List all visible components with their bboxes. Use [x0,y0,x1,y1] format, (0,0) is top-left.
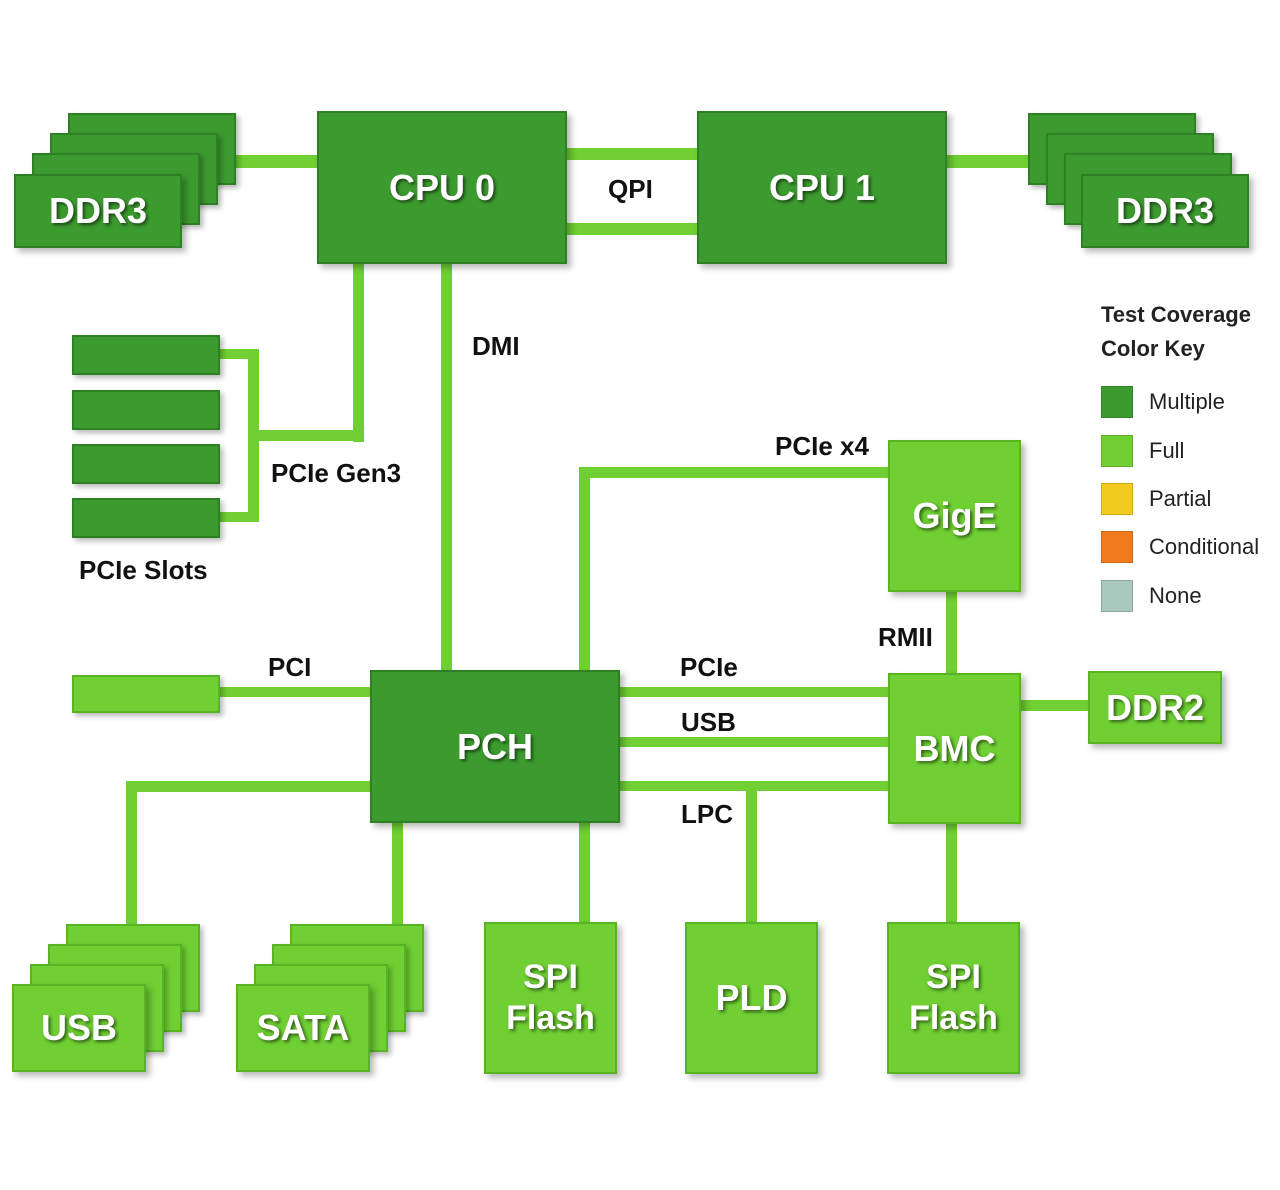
label-pci: PCI [268,652,312,682]
link-pcie-pch-bmc [617,687,889,697]
link-usb-pch-bmc [617,737,889,747]
link-pcie-x4-vertical [579,467,590,672]
pcie-slot-3 [72,444,220,484]
legend-item-multiple: Multiple [1101,385,1225,419]
pcie-slot-2 [72,390,220,430]
link-qpi-bottom [565,223,700,235]
link-rmii [946,590,957,675]
legend-label-none: None [1149,583,1202,608]
cpu-1: CPU 1 [697,111,947,264]
legend-swatch-conditional [1101,531,1133,563]
pcie-slot-4 [72,498,220,538]
link-pci [218,687,372,697]
legend-label-multiple: Multiple [1149,389,1225,414]
legend-item-partial: Partial [1101,482,1211,516]
link-spi-flash-1 [579,822,590,924]
link-bmc-ddr2 [1020,700,1090,711]
label-qpi: QPI [608,174,653,204]
link-spi-flash-2 [946,822,957,924]
ddr3-right: DDR3 [1081,174,1249,248]
pcie-slot-1 [72,335,220,375]
link-usb-horizontal [126,781,372,792]
label-pcie-gen3: PCIe Gen3 [271,458,402,488]
label-rmii: RMII [878,622,933,652]
legend-swatch-partial [1101,483,1133,515]
link-usb-vertical [126,781,137,929]
legend-item-none: None [1101,579,1202,613]
legend-swatch-multiple [1101,386,1133,418]
link-pcie-gen3-vertical [353,262,364,442]
link-dmi [441,262,452,672]
label-pcie-slots: PCIe Slots [79,555,208,585]
label-lpc: LPC [681,799,733,829]
ddr2: DDR2 [1088,671,1222,744]
link-pld [746,781,757,924]
pld: PLD [685,922,818,1074]
legend-swatch-none [1101,580,1133,612]
cpu-0: CPU 0 [317,111,567,264]
label-dmi: DMI [472,331,520,361]
link-slot-4 [218,512,258,522]
legend-item-conditional: Conditional [1101,530,1259,564]
link-pcie-x4-horizontal [579,467,891,478]
legend-label-full: Full [1149,438,1185,463]
spi-flash-1: SPI Flash [484,922,617,1074]
label-pcie-x4: PCIe x4 [775,431,869,461]
gige: GigE [888,440,1021,592]
link-ddr3-left-cpu0 [215,155,320,168]
usb: USB [12,984,146,1072]
legend-label-partial: Partial [1149,486,1212,511]
link-slot-1 [218,349,258,359]
legend-title: Test Coverage Color Key [1101,302,1251,361]
link-qpi-top [565,148,700,160]
label-usb-link: USB [681,707,736,737]
legend-swatch-full [1101,435,1133,467]
link-pcie-gen3-horizontal [252,430,364,441]
label-pcie: PCIe [680,652,738,682]
bmc: BMC [888,673,1021,824]
legend-item-full: Full [1101,434,1184,468]
pci-slot [72,675,220,713]
link-cpu1-ddr3-right [945,155,1035,168]
ddr3-left: DDR3 [14,174,182,248]
pch: PCH [370,670,620,823]
spi-flash-2: SPI Flash [887,922,1020,1074]
link-pcie-slots-bus [248,349,259,522]
legend-label-conditional: Conditional [1149,534,1260,559]
link-sata [392,822,403,929]
sata: SATA [236,984,370,1072]
